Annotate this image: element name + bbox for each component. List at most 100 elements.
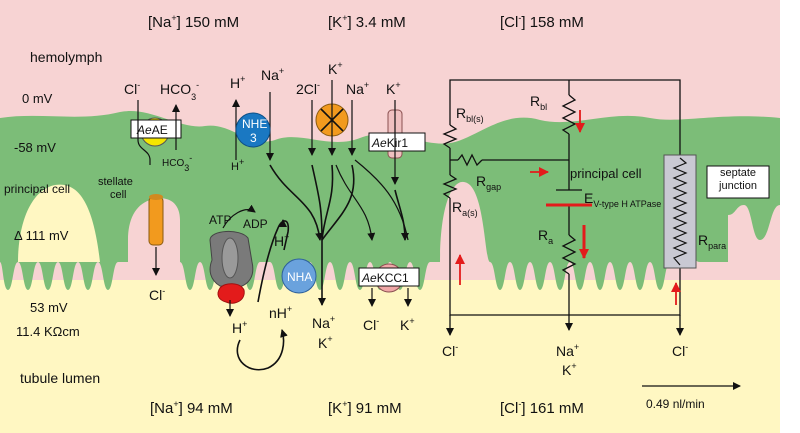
nhe-h-inner: H+	[231, 157, 244, 173]
nhe-na-ion: Na+	[261, 66, 284, 83]
rbls-label: Rbl(s)	[456, 105, 484, 124]
ra-resistor	[561, 234, 577, 275]
nhe3-label-2: 3	[250, 131, 257, 145]
kir1-channel: K+ AeKir1	[368, 80, 426, 185]
nkcc-k-ion: K+	[328, 60, 343, 77]
nhe3-label-1: NHE	[242, 117, 267, 131]
equivalent-circuit	[442, 79, 684, 336]
rpara-resistor	[672, 157, 688, 266]
nkcc-cotransporter: 2Cl- K+ Na+	[296, 60, 369, 156]
kir1-label-box	[368, 132, 426, 152]
kcc1-label-box	[358, 267, 420, 287]
cl-channel-icon	[148, 196, 164, 246]
lumen-resistance: 11.4 KΩcm	[16, 324, 80, 339]
ae-exchanger: AeAE Cl- HCO3- HCO3-	[124, 80, 199, 173]
nhe3-icon	[235, 112, 271, 148]
na-flow-line	[269, 164, 324, 241]
v-atpase: ATP ADP H+ H+ nH+	[209, 204, 292, 371]
ae-hco3-inner: HCO3-	[162, 153, 192, 173]
septate-label-box	[706, 165, 770, 199]
nha-label: NHA	[287, 270, 312, 284]
e-label: EV-type H ATPase	[584, 190, 661, 209]
current-arrows	[455, 110, 681, 305]
nh-ion: nH+	[269, 304, 292, 321]
ae-label-box	[130, 119, 182, 139]
septate-junction-icon	[663, 154, 697, 269]
principal-cell-label-left: principal cell	[4, 182, 70, 196]
nkcc-na-ion: Na+	[346, 80, 369, 97]
to-kcc-line	[335, 164, 376, 241]
stellate-lumen-pocket	[18, 184, 100, 262]
ae-label: AeAE	[136, 123, 168, 137]
v-atpase-membrane	[217, 283, 245, 304]
atp-arrow	[222, 204, 256, 229]
cl-channel-top	[149, 194, 163, 200]
principal-cell-label-right: principal cell	[570, 166, 642, 181]
stellate-label: stellate	[98, 176, 133, 188]
right-margin	[780, 0, 800, 433]
kir-k-ion: K+	[386, 80, 401, 97]
circuit-k: K+	[562, 361, 577, 378]
adp-label: ADP	[243, 217, 268, 231]
ras-resistor	[442, 174, 458, 199]
nkcc-2cl-ion: 2Cl-	[296, 80, 320, 97]
nha-exchanger: NHA Na+ K+	[281, 240, 335, 351]
ae-cl-path	[137, 100, 151, 165]
k-conc-bottom: [K+] 91 mM	[328, 399, 402, 417]
k-flow-line	[321, 164, 334, 241]
ras-label: Ra(s)	[452, 199, 478, 218]
cl-conc-top: [Cl-] 158 mM	[500, 13, 584, 31]
na-conc-top: [Na+] 150 mM	[148, 13, 239, 31]
stellate-cell-label: cell	[110, 189, 127, 201]
k-conc-top: [K+] 3.4 mM	[328, 13, 406, 31]
voltage-basolateral: -58 mV	[14, 140, 56, 155]
cl-conc-bottom: [Cl-] 161 mM	[500, 399, 584, 417]
nha-k-ion: K+	[318, 334, 333, 351]
rgap-label: Rgap	[476, 173, 501, 192]
voltage-lumen: 53 mV	[30, 300, 68, 315]
h-cell-ion: H+	[274, 232, 289, 249]
cl-flow-line	[311, 164, 323, 241]
h-recycle-line	[257, 220, 290, 303]
nha-icon	[281, 258, 317, 294]
rpara-label: Rpara	[698, 232, 726, 251]
lumen-region	[0, 280, 780, 433]
septate-label-wrap: septate junction	[719, 167, 757, 192]
circuit-na: Na+	[556, 342, 579, 359]
voltage-zero: 0 mV	[22, 91, 53, 106]
na2-flow-line	[321, 164, 355, 241]
kcc1-label: AeKCC1	[361, 271, 409, 285]
kcc-cl-ion: Cl-	[363, 316, 379, 333]
voltage-delta: Δ 111 mV	[14, 228, 69, 243]
vatp-h-ion: H+	[232, 319, 247, 336]
stellate-cl-channel: Cl-	[148, 194, 165, 303]
flow-rate-label: 0.49 nl/min	[646, 397, 705, 411]
na-to-kcc-line	[354, 159, 409, 241]
nha-na-ion: Na+	[312, 314, 335, 331]
circuit-cl-right: Cl-	[672, 342, 688, 359]
rbls-resistor	[442, 124, 458, 149]
septate-label: septate junction	[719, 167, 757, 192]
kir-to-kcc-line	[394, 189, 409, 241]
rbl-resistor	[561, 94, 577, 135]
kcc-k-ion: K+	[400, 316, 415, 333]
nhe3-exchanger: H+ Na+ NHE 3 H+	[230, 66, 284, 173]
nhe-h-ion: H+	[230, 74, 245, 91]
stellate-cl-ion: Cl-	[149, 286, 165, 303]
ae-cl-ion: Cl-	[124, 80, 140, 97]
rgap-resistor	[457, 153, 483, 167]
circuit-top-wire	[449, 79, 681, 155]
hemolymph-label: hemolymph	[30, 49, 102, 65]
v-atpase-stalk	[221, 237, 239, 279]
ae-hco3-ion: HCO3-	[160, 80, 199, 102]
rbl-label: Rbl	[530, 93, 547, 112]
h-loop-arrow	[236, 329, 288, 371]
circuit-cl-left: Cl-	[442, 342, 458, 359]
tubule-lumen-label: tubule lumen	[20, 370, 100, 386]
kcc1-cotransporter: AeKCC1 Cl- K+	[358, 263, 420, 333]
ra-label: Ra	[538, 227, 553, 246]
na-conc-bottom: [Na+] 94 mM	[150, 399, 233, 417]
kir1-label: AeKir1	[371, 136, 408, 150]
